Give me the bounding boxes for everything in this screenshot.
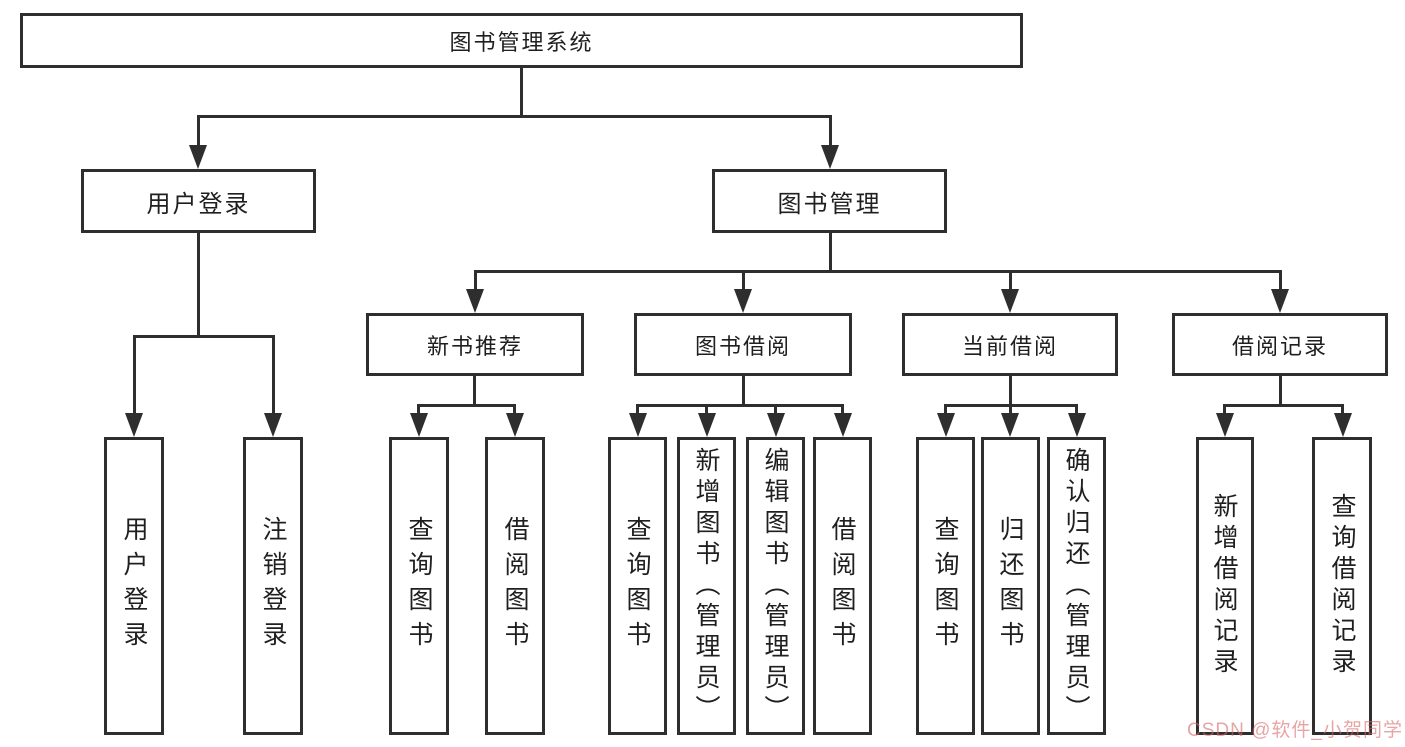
connector-vertical [1075, 404, 1078, 418]
connector-vertical [829, 115, 832, 149]
connector-horizontal [417, 404, 516, 407]
node-query-books-recommend: 查询图书 [389, 437, 449, 735]
connector-vertical [1009, 270, 1012, 293]
connector-vertical [473, 376, 476, 406]
connector-vertical [774, 404, 777, 418]
watermark: CSDN @软件_小贺同学 [1187, 720, 1403, 741]
connector-horizontal [474, 270, 1281, 273]
node-borrow-books-recommend: 借阅图书 [485, 437, 545, 735]
node-new-book-recommendation: 新书推荐 [366, 313, 584, 376]
arrow-down-icon [1216, 413, 1234, 437]
node-return-books: 归还图书 [981, 437, 1040, 735]
arrow-down-icon [506, 413, 524, 437]
node-book-management: 图书管理 [712, 169, 947, 233]
connector-vertical [705, 404, 708, 418]
arrow-down-icon [698, 413, 716, 437]
connector-vertical [1279, 376, 1282, 406]
connector-vertical [1009, 404, 1012, 418]
node-current-borrowing: 当前借阅 [902, 313, 1118, 376]
node-query-books-current: 查询图书 [916, 437, 975, 735]
connector-vertical [133, 335, 136, 415]
arrow-down-icon [1271, 289, 1289, 313]
arrow-down-icon [466, 289, 484, 313]
arrow-down-icon [1001, 413, 1019, 437]
node-user-login-action: 用户登录 [104, 437, 164, 735]
arrow-down-icon [937, 413, 955, 437]
node-add-books-admin: 新增图书（管理员） [677, 437, 736, 735]
connector-vertical [197, 233, 200, 337]
node-root-library-system: 图书管理系统 [20, 13, 1023, 68]
node-query-borrow-record: 查询借阅记录 [1312, 437, 1372, 735]
arrow-down-icon [1334, 413, 1352, 437]
node-confirm-return-admin: 确认归还（管理员） [1047, 437, 1106, 735]
connector-vertical [513, 404, 516, 418]
arrow-down-icon [264, 413, 282, 437]
connector-vertical [1009, 376, 1012, 406]
connector-vertical [742, 270, 745, 293]
arrow-down-icon [734, 289, 752, 313]
connector-vertical [417, 404, 420, 418]
connector-vertical [272, 335, 275, 415]
connector-horizontal [133, 335, 274, 338]
node-borrowing-records: 借阅记录 [1172, 313, 1388, 376]
node-logout-action: 注销登录 [243, 437, 303, 735]
connector-vertical [197, 115, 200, 149]
connector-vertical [1341, 404, 1344, 418]
node-add-borrow-record: 新增借阅记录 [1196, 437, 1254, 735]
node-borrow-books: 借阅图书 [813, 437, 872, 735]
connector-vertical [474, 270, 477, 293]
arrow-down-icon [125, 413, 143, 437]
connector-vertical [841, 404, 844, 418]
connector-vertical [636, 404, 639, 418]
node-user-login: 用户登录 [81, 169, 316, 233]
connector-horizontal [1223, 404, 1344, 407]
connector-vertical [829, 233, 832, 272]
node-query-books-borrowing: 查询图书 [608, 437, 667, 735]
connector-horizontal [197, 115, 831, 118]
connector-vertical [1223, 404, 1226, 418]
arrow-down-icon [767, 413, 785, 437]
connector-vertical [742, 376, 745, 406]
node-edit-books-admin: 编辑图书（管理员） [746, 437, 805, 735]
arrow-down-icon [189, 145, 207, 169]
node-book-borrowing: 图书借阅 [634, 313, 852, 376]
arrow-down-icon [1001, 289, 1019, 313]
arrow-down-icon [410, 413, 428, 437]
connector-horizontal [636, 404, 843, 407]
arrow-down-icon [1068, 413, 1086, 437]
arrow-down-icon [821, 145, 839, 169]
connector-vertical [520, 68, 523, 117]
arrow-down-icon [834, 413, 852, 437]
arrow-down-icon [629, 413, 647, 437]
connector-vertical [1279, 270, 1282, 293]
connector-vertical [944, 404, 947, 418]
